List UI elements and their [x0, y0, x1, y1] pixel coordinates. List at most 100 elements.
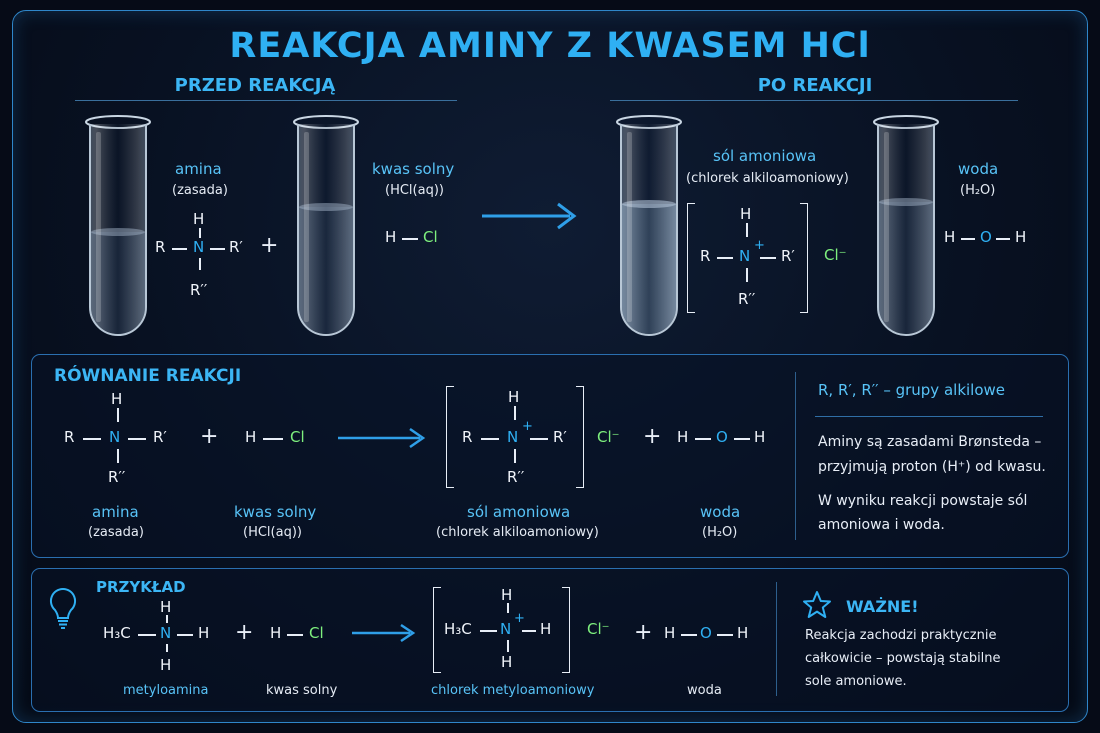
- salt-label: sól amoniowa: [713, 147, 817, 165]
- atom-r1: R′: [553, 428, 567, 446]
- bond: [746, 268, 748, 282]
- bond: [210, 248, 225, 250]
- atom-h: H: [160, 598, 172, 616]
- atom-n: N: [193, 238, 205, 256]
- methyl-group: H₃C: [103, 624, 131, 642]
- atom-h: H: [245, 428, 257, 446]
- test-tube-salt: [616, 115, 682, 336]
- lightbulb-icon: [49, 587, 77, 629]
- atom-r1: R′: [229, 238, 243, 256]
- bond: [480, 630, 497, 632]
- bracket-left: [446, 386, 454, 488]
- bond: [507, 603, 509, 613]
- important-line-1: Reakcja zachodzi praktycznie: [805, 628, 997, 643]
- chloride-ion: Cl⁻: [587, 620, 610, 638]
- bond: [138, 634, 156, 636]
- bond: [166, 644, 168, 652]
- reaction-arrow: [482, 202, 577, 230]
- note-product-2: amoniowa i woda.: [818, 517, 945, 533]
- important-line-3: sole amoniowe.: [805, 674, 907, 689]
- amine-label: amina: [175, 160, 222, 178]
- atom-r2: R′′: [108, 468, 126, 486]
- atom-n: N: [507, 428, 519, 446]
- test-tube-water: [873, 115, 939, 336]
- salt-sublabel: (chlorek alkiloamoniowy): [686, 171, 849, 186]
- atom-r2: R′′: [507, 468, 525, 486]
- bond: [117, 449, 119, 463]
- test-tube-hcl: [293, 115, 359, 336]
- atom-h: H: [664, 624, 676, 642]
- star-icon: [803, 591, 831, 618]
- note-bronsted-1: Aminy są zasadami Brønsteda –: [818, 434, 1042, 450]
- bond: [507, 640, 509, 652]
- plus-sign: +: [643, 424, 662, 449]
- atom-cl: Cl: [309, 624, 324, 642]
- methylammonium-label: chlorek metyloamoniowy: [431, 683, 595, 698]
- plus-sign: +: [260, 233, 279, 258]
- atom-r2: R′′: [738, 290, 756, 308]
- example-panel: [31, 568, 1069, 712]
- atom-n: N: [160, 624, 172, 642]
- plus-sign: +: [634, 620, 653, 645]
- atom-r: R: [700, 247, 711, 265]
- positive-charge: +: [754, 238, 765, 253]
- before-heading: PRZED REAKCJĄ: [174, 75, 336, 96]
- bracket-left: [433, 587, 441, 673]
- bond: [530, 438, 548, 440]
- bond: [199, 228, 201, 238]
- bond: [172, 248, 187, 250]
- acid-label: kwas solny: [372, 160, 455, 178]
- atom-r1: R′: [153, 428, 167, 446]
- important-line-2: całkowicie – powstają stabilne: [805, 651, 1001, 666]
- chloride-ion: Cl⁻: [824, 246, 847, 264]
- eq-acid-label: kwas solny: [234, 503, 317, 521]
- atom-r2: R′′: [190, 281, 208, 299]
- bracket-right: [576, 386, 584, 488]
- eq-amine-label: amina: [92, 503, 139, 521]
- eq-salt-sublabel: (chlorek alkiloamoniowy): [436, 525, 599, 540]
- eq-water-sublabel: (H₂O): [702, 525, 738, 540]
- atom-n: N: [109, 428, 121, 446]
- atom-o: O: [716, 428, 728, 446]
- before-divider: [75, 100, 457, 101]
- atom-cl: Cl: [290, 428, 305, 446]
- atom-h: H: [501, 653, 513, 671]
- bond: [514, 406, 516, 420]
- atom-h: H: [540, 620, 552, 638]
- example-arrow: [352, 623, 416, 643]
- acid-sublabel: (HCl(aq)): [385, 183, 444, 198]
- bond: [287, 634, 303, 636]
- equation-panel: [31, 354, 1069, 558]
- plus-sign: +: [235, 620, 254, 645]
- ex-acid-label: kwas solny: [266, 683, 338, 698]
- atom-h: H: [385, 228, 397, 246]
- atom-h: H: [198, 624, 210, 642]
- important-heading: WAŻNE!: [846, 597, 919, 616]
- bond: [996, 238, 1010, 240]
- atom-h: H: [944, 228, 956, 246]
- atom-h: H: [508, 388, 520, 406]
- water-sublabel: (H₂O): [960, 183, 996, 198]
- bond: [522, 630, 536, 632]
- bond: [961, 238, 975, 240]
- after-divider: [610, 100, 1018, 101]
- bond: [681, 634, 697, 636]
- atom-r: R: [462, 428, 473, 446]
- eq-acid-sublabel: (HCl(aq)): [243, 525, 302, 540]
- atom-h: H: [501, 586, 513, 604]
- bond: [734, 438, 750, 440]
- chloride-ion: Cl⁻: [597, 428, 620, 446]
- atom-n: N: [739, 247, 751, 265]
- bond: [481, 438, 499, 440]
- eq-salt-label: sól amoniowa: [467, 503, 571, 521]
- example-heading: PRZYKŁAD: [96, 578, 186, 596]
- bond: [717, 257, 733, 259]
- plus-sign: +: [200, 424, 219, 449]
- page-title: REAKCJA AMINY Z KWASEM HCl: [229, 26, 871, 66]
- bond: [746, 223, 748, 237]
- methylamine-label: metyloamina: [123, 683, 209, 698]
- atom-h: H: [740, 205, 752, 223]
- atom-o: O: [700, 624, 712, 642]
- eq-amine-sublabel: (zasada): [88, 525, 144, 540]
- bond: [117, 408, 119, 422]
